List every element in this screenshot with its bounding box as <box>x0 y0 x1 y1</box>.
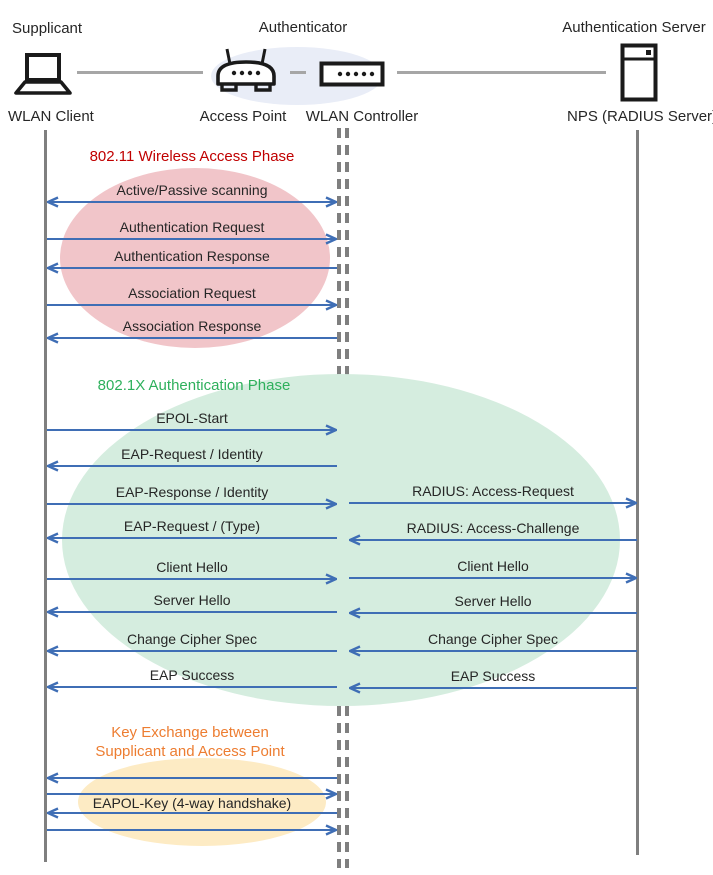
phase-title-wireless-access: 802.11 Wireless Access Phase <box>89 148 295 165</box>
message-label: EAPOL-Key (4-way handshake) <box>92 795 292 811</box>
message-label: Authentication Request <box>119 219 265 235</box>
role-label-supplicant: Supplicant <box>12 20 83 37</box>
device-label-nps-radius-server: NPS (RADIUS Server) <box>567 108 713 125</box>
message-label: Active/Passive scanning <box>116 182 268 198</box>
message-arrow-left <box>45 644 337 657</box>
message-arrow-left <box>45 605 337 618</box>
message-label: RADIUS: Access-Challenge <box>406 520 580 536</box>
message-arrow-right <box>47 823 339 836</box>
message-arrow-left <box>45 771 337 784</box>
connector-ap-controller <box>290 71 306 74</box>
phase-title-authentication: 802.1X Authentication Phase <box>97 377 291 394</box>
message-arrow-bidirectional <box>45 195 339 208</box>
role-label-authentication-server: Authentication Server <box>562 19 706 36</box>
message-label: Change Cipher Spec <box>127 631 257 647</box>
message-arrow-right <box>349 496 639 509</box>
wlan-controller-icon <box>319 61 385 87</box>
message-arrow-left <box>45 459 337 472</box>
message-arrow-right <box>47 572 339 585</box>
message-label: Server Hello <box>153 592 231 608</box>
connector-client-ap <box>77 71 203 74</box>
message-label: Change Cipher Spec <box>428 631 558 647</box>
message-label: Server Hello <box>454 593 532 609</box>
lifeline-nps-server <box>636 130 639 855</box>
message-arrow-left <box>347 606 637 619</box>
server-icon <box>620 43 658 102</box>
message-label: RADIUS: Access-Request <box>412 483 574 499</box>
message-arrow-left <box>45 680 337 693</box>
laptop-icon <box>14 53 72 95</box>
message-arrow-right <box>47 298 339 311</box>
role-label-authenticator: Authenticator <box>258 19 348 36</box>
message-arrow-right <box>47 232 339 245</box>
phase-title-key-exchange: Key Exchange between Supplicant and Acce… <box>95 724 285 760</box>
message-arrow-left <box>45 531 337 544</box>
device-label-wlan-controller: WLAN Controller <box>305 108 419 125</box>
message-arrow-left <box>45 806 337 819</box>
message-label: Association Response <box>122 318 262 334</box>
device-label-wlan-client: WLAN Client <box>8 108 94 125</box>
message-label: Authentication Response <box>114 248 270 264</box>
device-label-access-point: Access Point <box>199 108 287 125</box>
message-label: EAP Success <box>149 667 235 683</box>
message-arrow-left <box>45 261 337 274</box>
message-arrow-left <box>347 533 637 546</box>
message-arrow-right <box>47 497 339 510</box>
message-arrow-left <box>347 644 637 657</box>
phase-bubble-key-exchange <box>78 758 326 846</box>
message-arrow-right <box>47 787 339 800</box>
access-point-icon <box>216 48 276 92</box>
message-arrow-left <box>347 681 637 694</box>
message-label: Client Hello <box>457 558 529 574</box>
lifeline-wlan-client <box>44 130 47 862</box>
message-label: EAP Success <box>450 668 536 684</box>
message-label: EAP-Request / (Type) <box>123 518 261 534</box>
message-label: EPOL-Start <box>156 410 228 426</box>
message-label: Association Request <box>128 285 256 301</box>
message-label: Client Hello <box>156 559 228 575</box>
message-arrow-right <box>47 423 339 436</box>
connector-controller-server <box>397 71 606 74</box>
message-arrow-right <box>349 571 639 584</box>
message-arrow-left <box>45 331 337 344</box>
phase-bubble-wireless-access <box>60 168 330 348</box>
message-label: EAP-Request / Identity <box>121 446 263 462</box>
message-label: EAP-Response / Identity <box>115 484 269 500</box>
